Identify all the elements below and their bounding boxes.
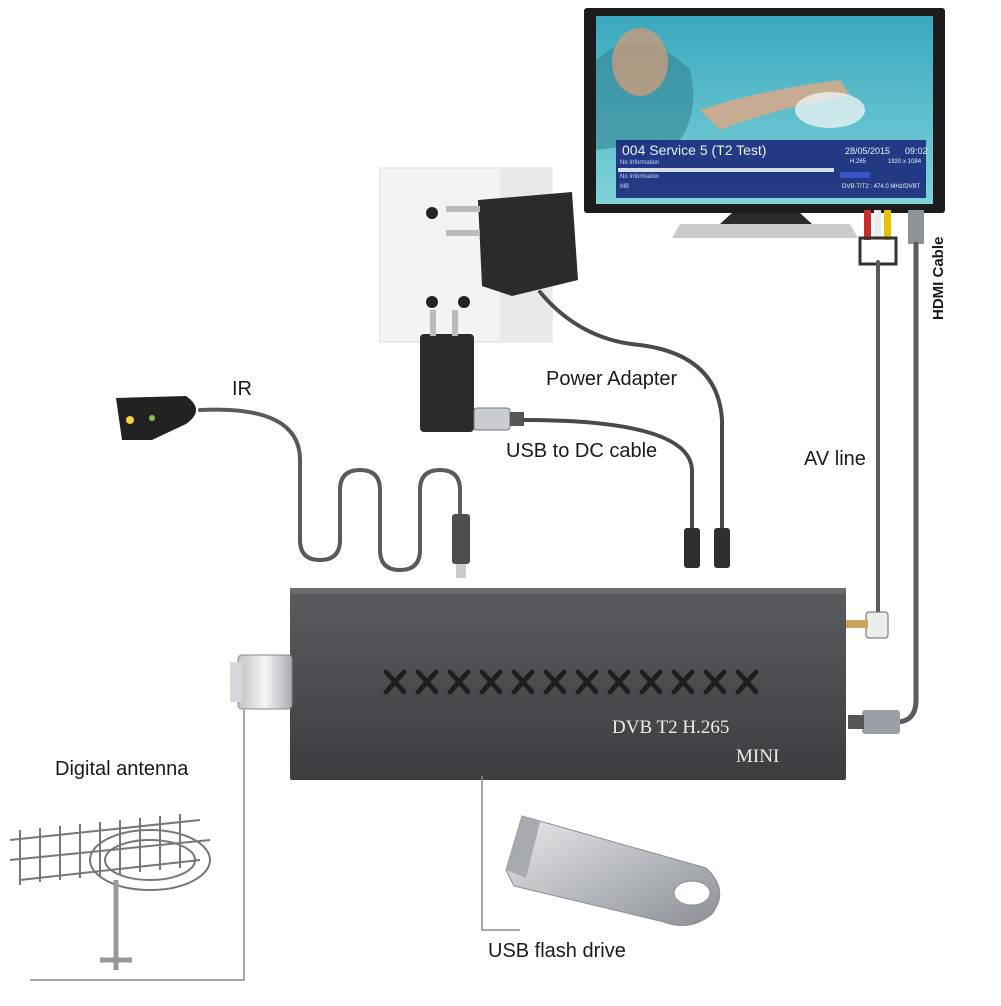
receiver-model-text: DVB T2 H.265 [612,717,730,738]
ir-receiver [116,396,196,440]
tv-info-line-1: No Information [620,160,660,166]
hdmi-plug-tv [908,210,924,244]
dc-plug-2 [714,528,730,568]
tv-info-line-2: No Information [620,174,660,180]
tv-codec: H.265 [850,159,867,165]
digital-antenna-label: Digital antenna [55,758,189,780]
hdmi-cable-label: HDMI Cable [930,236,947,320]
receiver-mini-text: MINI [736,746,780,767]
usb-flash-drive [505,815,721,927]
vent-pattern [383,669,759,695]
flash-callout-line [481,776,520,931]
power-adapter [446,192,578,296]
hdmi-plug-box [862,710,900,734]
television [584,8,945,238]
ir-label: IR [232,378,252,400]
tv-channel-title: 004 Service 5 (T2 Test) [622,142,767,158]
tv-date: 28/05/2015 [845,146,891,156]
av-plug-box [865,611,889,639]
tv-resolution: 1920 x 1084 [888,159,922,165]
av-plugs [858,210,898,266]
antenna-callout-line [30,710,245,981]
dvb-receiver [230,588,846,780]
usb-to-dc-label: USB to DC cable [506,440,658,462]
dc-plug-1 [684,528,700,568]
antenna-connector [237,654,293,710]
usb-charger [420,310,524,432]
av-line-label: AV line [804,448,866,470]
power-adapter-label: Power Adapter [546,368,678,390]
tv-mb-label: MB [620,184,629,190]
digital-antenna [9,814,211,970]
tv-time: 09:02 [905,146,928,156]
tv-frequency: DVB-T/T2 : 474.0 MHz/DVBT [842,184,921,190]
usb-flash-drive-label: USB flash drive [488,940,626,962]
ir-plug [452,514,470,564]
